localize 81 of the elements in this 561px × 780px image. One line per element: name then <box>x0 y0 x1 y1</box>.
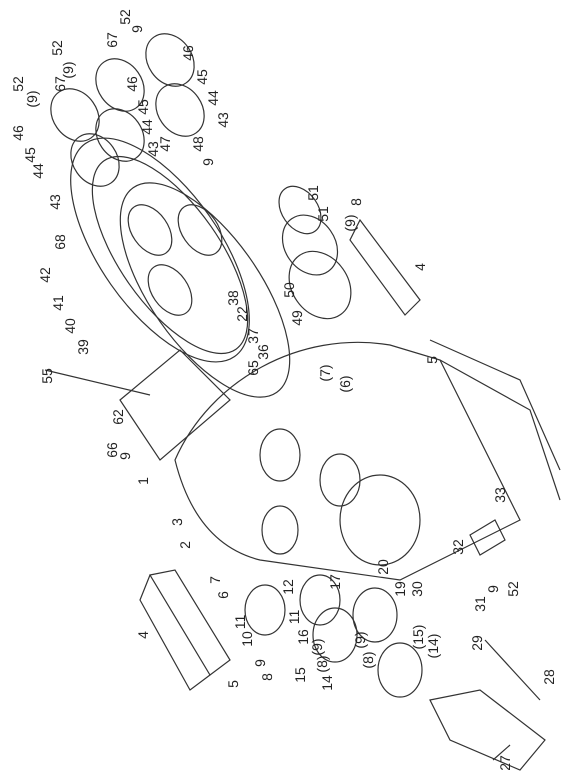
callout-number: 41 <box>51 295 65 311</box>
callout-number: 4 <box>413 263 427 271</box>
callout-number: 62 <box>111 409 125 425</box>
callout-number: 3 <box>170 518 184 526</box>
callout-number: 46 <box>181 45 195 61</box>
callout-number: (15) <box>411 624 425 650</box>
callout-number: 9 <box>118 452 132 460</box>
callout-number: 44 <box>140 119 154 135</box>
callout-number: 52 <box>118 9 132 25</box>
callout-number: (9) <box>61 61 75 79</box>
callout-number: 9 <box>253 659 267 667</box>
callout-number: (7) <box>318 364 332 382</box>
callout-number: 46 <box>11 125 25 141</box>
callout-number: 12 <box>281 579 295 595</box>
callout-number: 11 <box>233 614 247 630</box>
callout-number: 36 <box>256 344 270 360</box>
callout-number: (9) <box>353 631 367 649</box>
callout-number: 1 <box>136 477 150 485</box>
callout-number: 49 <box>290 310 304 326</box>
callout-number: 65 <box>246 360 260 376</box>
callout-number: (8) <box>315 655 329 673</box>
callout-number: 33 <box>493 487 507 503</box>
callout-number: 9 <box>130 25 144 33</box>
callout-number: 11 <box>287 610 301 624</box>
callout-number: (9) <box>343 214 357 232</box>
callout-number: 28 <box>542 669 556 685</box>
callout-number: 55 <box>40 368 54 384</box>
callout-number: (8) <box>361 651 375 669</box>
callout-number: 48 <box>191 136 205 152</box>
callout-number: 29 <box>470 635 484 651</box>
callout-number: 45 <box>136 99 150 115</box>
callout-number: 66 <box>105 442 119 458</box>
callout-number: 9 <box>486 585 500 593</box>
callout-number: 32 <box>451 539 465 555</box>
callout-number: 43 <box>146 141 160 157</box>
callout-number: 14 <box>320 675 334 691</box>
callout-number: 43 <box>48 194 62 210</box>
callout-number: 17 <box>328 574 342 590</box>
callout-number: 5 <box>226 680 240 688</box>
callout-number: 30 <box>410 581 424 597</box>
callout-number: 19 <box>393 581 407 597</box>
callout-number: 46 <box>125 76 139 92</box>
callout-number: 10 <box>240 631 254 647</box>
callout-number: 67 <box>53 76 67 92</box>
callout-number: 67 <box>105 32 119 48</box>
callout-number: 39 <box>76 339 90 355</box>
callout-number: 51 <box>306 185 320 201</box>
callout-number: 43 <box>216 112 230 128</box>
callout-number: (9) <box>310 638 324 656</box>
callout-number: 8 <box>349 198 363 206</box>
callout-number: (9) <box>25 90 39 108</box>
callout-number: 6 <box>216 591 230 599</box>
callout-number: (6) <box>338 375 352 393</box>
callout-number: 45 <box>23 147 37 163</box>
callout-number: 52 <box>50 40 64 56</box>
callout-number: 20 <box>376 559 390 575</box>
callout-number: 50 <box>282 282 296 298</box>
callout-number: 40 <box>63 318 77 334</box>
callout-number: (14) <box>426 634 440 658</box>
callout-number: 52 <box>506 581 520 597</box>
callout-number: 22 <box>235 306 249 322</box>
callout-number: 7 <box>208 576 222 584</box>
callout-number: 44 <box>31 163 45 179</box>
callout-number: 31 <box>473 596 487 612</box>
callout-number: 4 <box>136 631 150 639</box>
callout-number: 9 <box>201 158 215 166</box>
callout-number: 47 <box>158 136 172 152</box>
callout-number: 27 <box>498 755 512 771</box>
callout-number: 51 <box>316 206 330 222</box>
callout-number: 5 <box>425 356 439 364</box>
callout-number: 16 <box>296 629 310 645</box>
callout-number: 45 <box>195 69 209 85</box>
callout-number: 8 <box>260 673 274 681</box>
callout-number: 2 <box>178 541 192 549</box>
callout-number: 68 <box>53 234 67 250</box>
callout-number: 42 <box>38 267 52 283</box>
callout-number: 15 <box>293 667 307 683</box>
callout-number: 38 <box>226 290 240 306</box>
callout-number: 37 <box>246 328 260 344</box>
callout-number: 44 <box>206 90 220 106</box>
callout-number: 52 <box>11 76 25 92</box>
